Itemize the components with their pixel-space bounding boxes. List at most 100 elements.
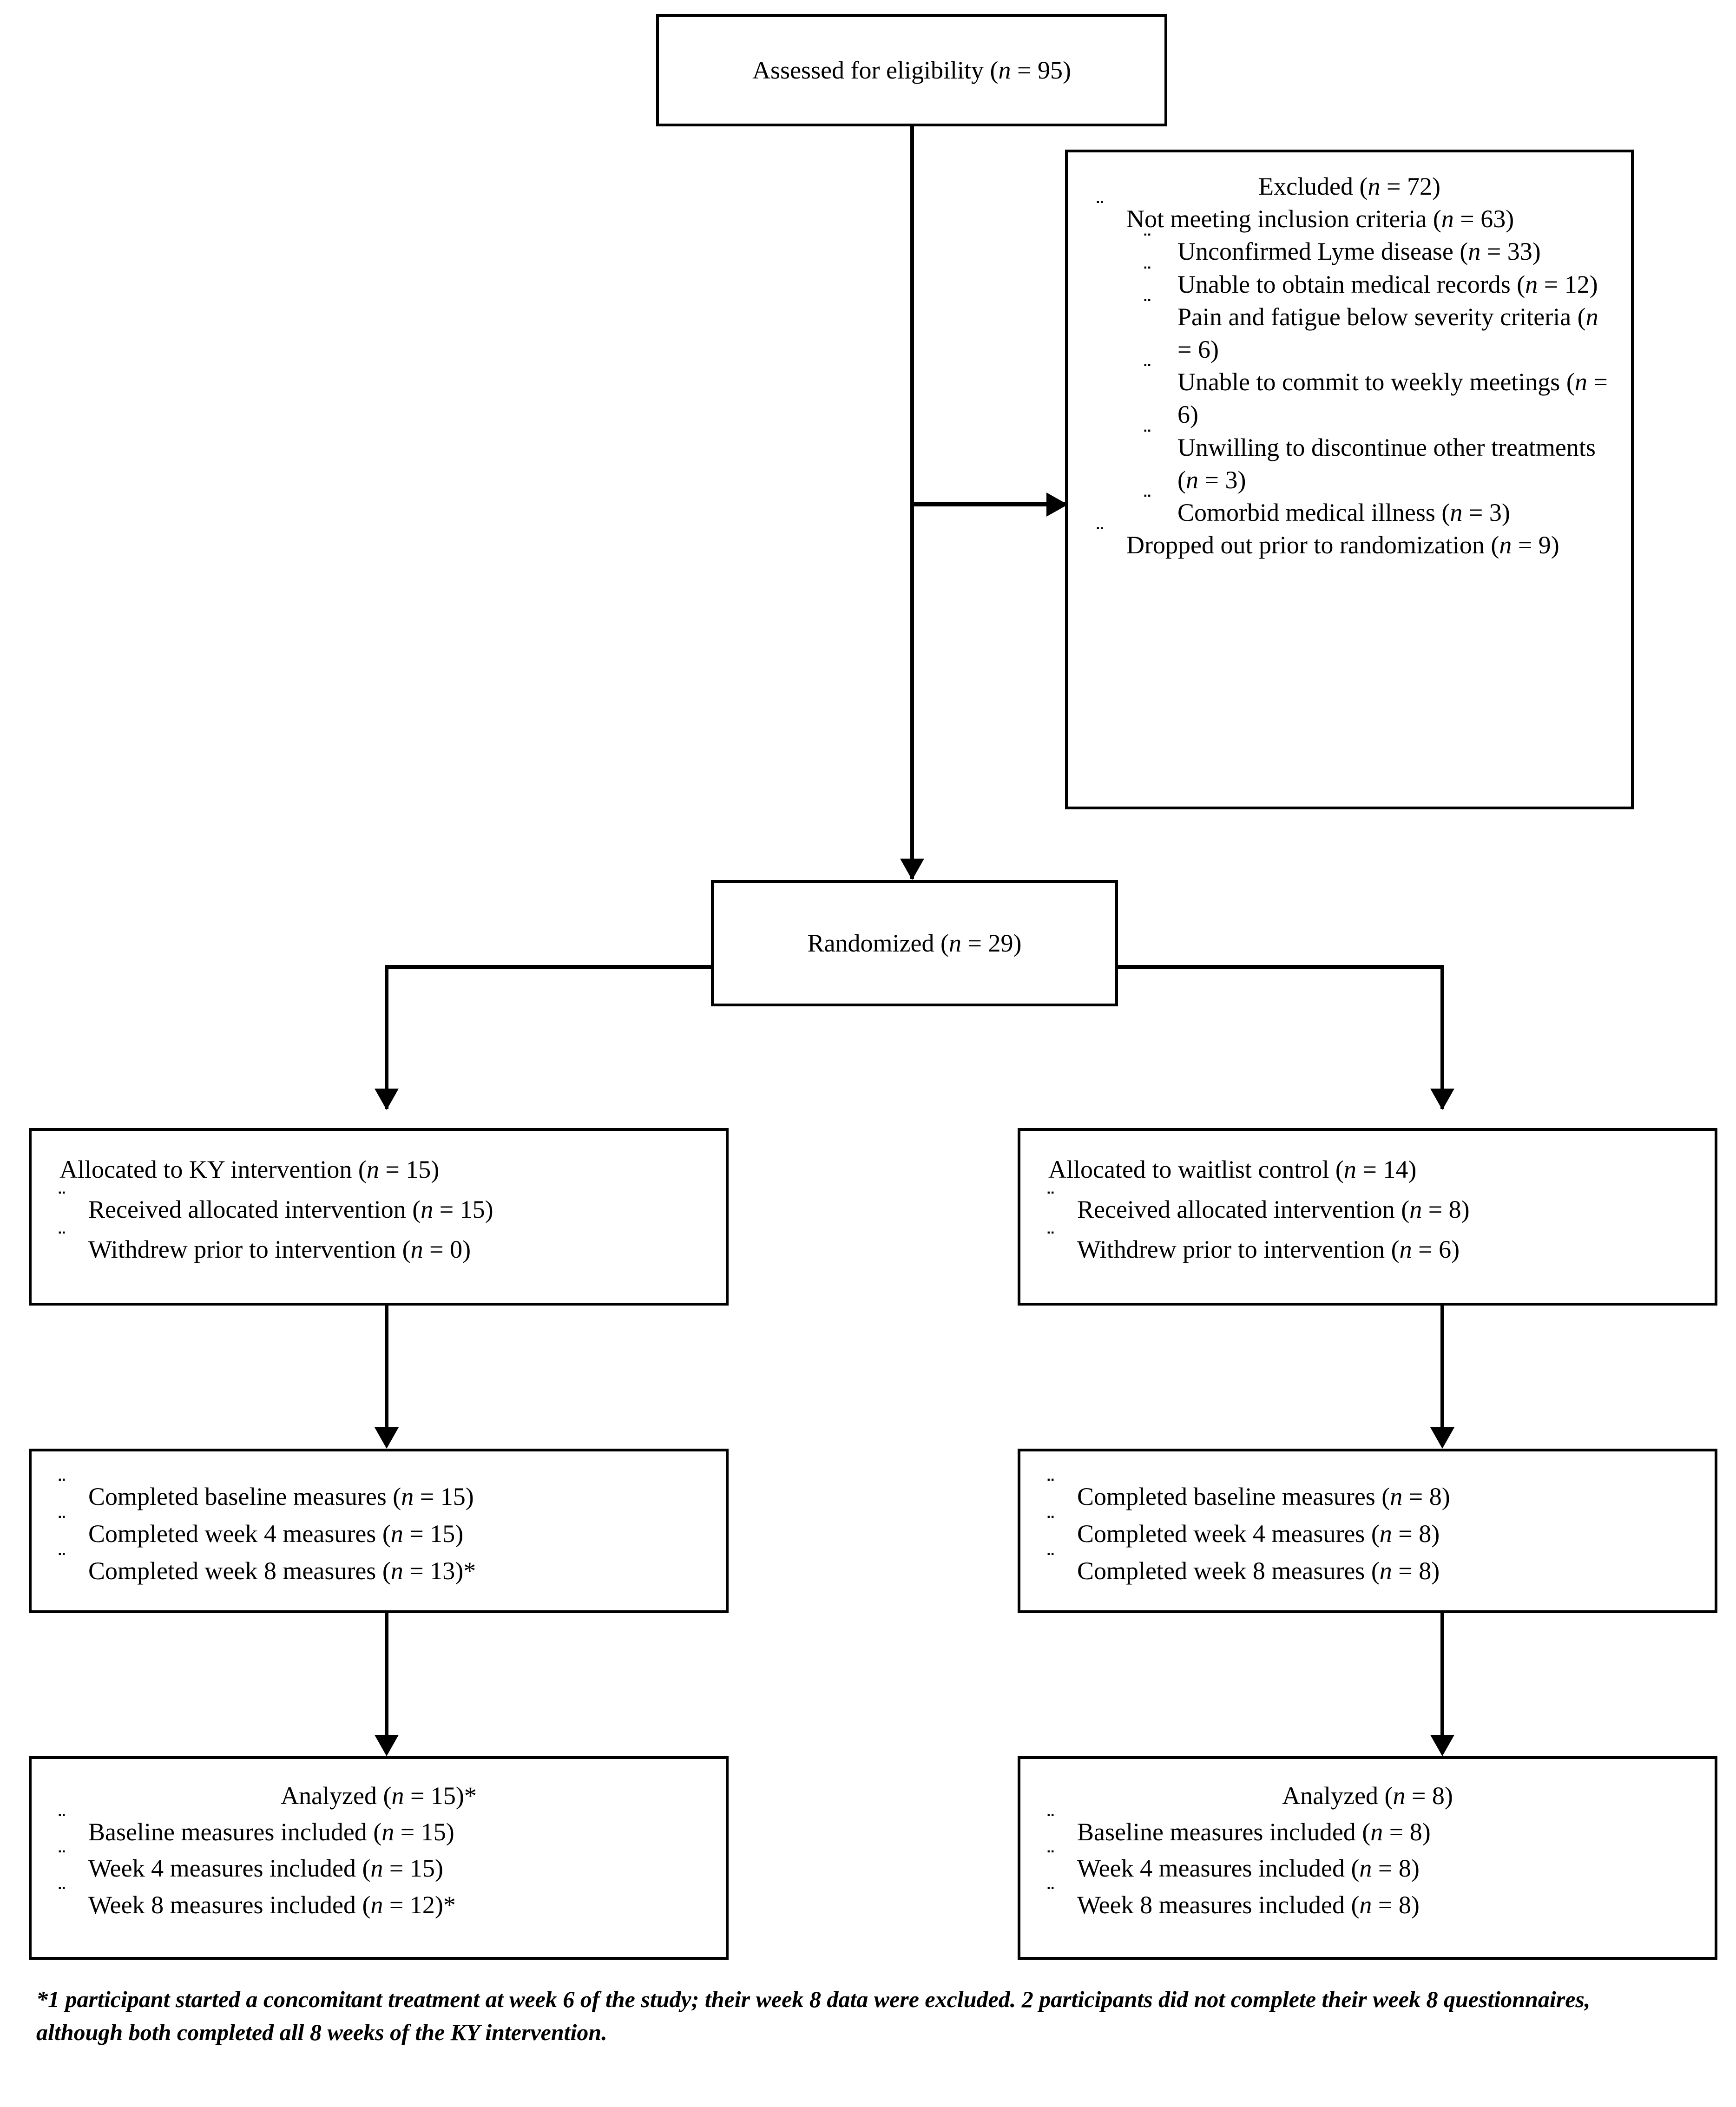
italic-n: n	[1468, 237, 1481, 266]
excluded-item: ¨Unable to obtain medical records (n = 1…	[1142, 263, 1598, 298]
box-excluded: Excluded (n = 72) ¨Not meeting inclusion…	[1065, 150, 1634, 809]
excluded-item: ¨Unable to commit to weekly meetings (n …	[1142, 361, 1608, 429]
arrowhead-excluded	[1046, 492, 1068, 517]
box-allocated-ky-intervention: Allocated to KY intervention (n = 15) ¨R…	[29, 1128, 729, 1306]
bullet-icon: ¨	[57, 1884, 67, 1908]
connector-to-excluded	[910, 502, 1068, 506]
italic-n: n	[1585, 302, 1598, 331]
italic-n: n	[1393, 1782, 1406, 1810]
bullet-icon: ¨	[1046, 1811, 1056, 1835]
italic-n: n	[1441, 205, 1454, 233]
italic-n: n	[1450, 498, 1463, 526]
arrowhead-analyzed-right	[1430, 1735, 1454, 1756]
bullet-icon: ¨	[1046, 1228, 1056, 1253]
arrowhead-alloc-right	[1430, 1089, 1454, 1110]
alloc-left-header: Allocated to KY intervention (n = 15)	[59, 1155, 440, 1183]
italic-n: n	[1359, 1890, 1372, 1919]
box-analyzed-ky-intervention: Analyzed (n = 15)* ¨Baseline measures in…	[29, 1756, 729, 1960]
alloc-right-header: Allocated to waitlist control (n = 14)	[1048, 1155, 1417, 1183]
italic-n: n	[366, 1155, 379, 1183]
bullet-icon: ¨	[1046, 1513, 1056, 1537]
connector-randomized-left-horizontal	[385, 965, 713, 969]
italic-n: n	[1370, 1818, 1383, 1846]
connector-followup-to-analyzed-right	[1440, 1613, 1444, 1737]
italic-n: n	[401, 1483, 414, 1510]
italic-n: n	[1409, 1195, 1422, 1224]
connector-randomized-right-vertical	[1440, 965, 1444, 1109]
excluded-item: ¨Not meeting inclusion criteria (n = 63)	[1095, 198, 1514, 233]
alloc-left-item: ¨Withdrew prior to intervention (n = 0)	[57, 1228, 471, 1264]
arrowhead-alloc-left	[375, 1089, 399, 1110]
bullet-icon: ¨	[57, 1188, 67, 1213]
arrowhead-randomized	[900, 859, 924, 880]
box-assessed-for-eligibility: Assessed for eligibility (n = 95)	[656, 14, 1167, 126]
followup-left-item: ¨Completed week 4 measures (n = 15)	[57, 1513, 464, 1548]
bullet-icon: ¨	[1046, 1884, 1056, 1908]
bullet-icon: ¨	[1046, 1476, 1056, 1499]
analyzed-right-item: ¨Week 4 measures included (n = 8)	[1046, 1847, 1420, 1883]
bullet-icon: ¨	[1142, 491, 1152, 515]
analyzed-left-item: ¨Baseline measures included (n = 15)	[57, 1811, 454, 1846]
box-randomized: Randomized (n = 29)	[711, 880, 1118, 1006]
italic-n: n	[370, 1854, 383, 1883]
italic-n: n	[410, 1235, 423, 1264]
box-allocated-waitlist-control: Allocated to waitlist control (n = 14) ¨…	[1018, 1128, 1717, 1306]
bullet-icon: ¨	[1142, 230, 1152, 255]
italic-n: n	[1499, 531, 1512, 559]
analyzed-right-item: ¨Week 8 measures included (n = 8)	[1046, 1884, 1420, 1919]
italic-n: n	[1185, 466, 1198, 494]
bullet-icon: ¨	[1095, 198, 1105, 222]
bullet-icon: ¨	[1142, 263, 1152, 287]
randomized-header: Randomized (n = 29)	[807, 929, 1022, 957]
italic-n: n	[391, 1782, 404, 1810]
analyzed-left-item: ¨Week 8 measures included (n = 12)*	[57, 1884, 456, 1919]
alloc-right-item: ¨Received allocated intervention (n = 8)	[1046, 1188, 1470, 1224]
bullet-icon: ¨	[57, 1228, 67, 1253]
connector-followup-to-analyzed-left	[385, 1613, 388, 1737]
excluded-item: ¨Dropped out prior to randomization (n =…	[1095, 524, 1559, 559]
bullet-icon: ¨	[57, 1847, 67, 1871]
italic-n: n	[1359, 1854, 1372, 1883]
followup-right-item: ¨Completed week 4 measures (n = 8)	[1046, 1513, 1440, 1548]
bullet-icon: ¨	[57, 1811, 67, 1835]
followup-right-item: ¨Completed baseline measures (n = 8)	[1046, 1476, 1450, 1511]
bullet-icon: ¨	[1046, 1550, 1056, 1574]
bullet-icon: ¨	[57, 1476, 67, 1499]
italic-n: n	[381, 1818, 395, 1846]
italic-n: n	[1525, 270, 1538, 298]
connector-alloc-to-followup-right	[1440, 1306, 1444, 1429]
italic-n: n	[390, 1557, 403, 1585]
italic-n: n	[370, 1890, 383, 1919]
arrowhead-followup-left	[375, 1427, 399, 1449]
italic-n: n	[1379, 1520, 1392, 1548]
eligibility-header: Assessed for eligibility (n = 95)	[752, 56, 1071, 84]
box-followup-ky-intervention: ¨Completed baseline measures (n = 15) ¨C…	[29, 1449, 729, 1613]
bullet-icon: ¨	[1046, 1188, 1056, 1213]
followup-right-item: ¨Completed week 8 measures (n = 8)	[1046, 1550, 1440, 1585]
box-followup-waitlist-control: ¨Completed baseline measures (n = 8) ¨Co…	[1018, 1449, 1717, 1613]
footnote: *1 participant started a concomitant tre…	[36, 1986, 1591, 2045]
italic-n: n	[1399, 1235, 1412, 1264]
excluded-item: ¨Unconfirmed Lyme disease (n = 33)	[1142, 230, 1541, 266]
italic-n: n	[1343, 1155, 1356, 1183]
alloc-right-item: ¨Withdrew prior to intervention (n = 6)	[1046, 1228, 1460, 1264]
italic-n: n	[1574, 368, 1587, 396]
italic-n: n	[1379, 1557, 1392, 1585]
bullet-icon: ¨	[57, 1513, 67, 1537]
excluded-header: Excluded (n = 72)	[1258, 172, 1440, 200]
excluded-item: ¨Pain and fatigue below severity criteri…	[1142, 295, 1598, 363]
bullet-icon: ¨	[1046, 1847, 1056, 1871]
bullet-icon: ¨	[1142, 295, 1152, 320]
arrowhead-followup-right	[1430, 1427, 1454, 1449]
connector-randomized-left-vertical	[385, 965, 388, 1109]
bullet-icon: ¨	[1142, 426, 1152, 450]
italic-n: n	[998, 56, 1011, 84]
arrowhead-analyzed-left	[375, 1735, 399, 1756]
analyzed-left-header: Analyzed (n = 15)*	[281, 1782, 477, 1810]
bullet-icon: ¨	[1095, 524, 1105, 548]
connector-randomized-right-horizontal	[1116, 965, 1444, 969]
analyzed-right-header: Analyzed (n = 8)	[1282, 1782, 1453, 1810]
italic-n: n	[948, 929, 961, 957]
italic-n: n	[390, 1520, 403, 1548]
